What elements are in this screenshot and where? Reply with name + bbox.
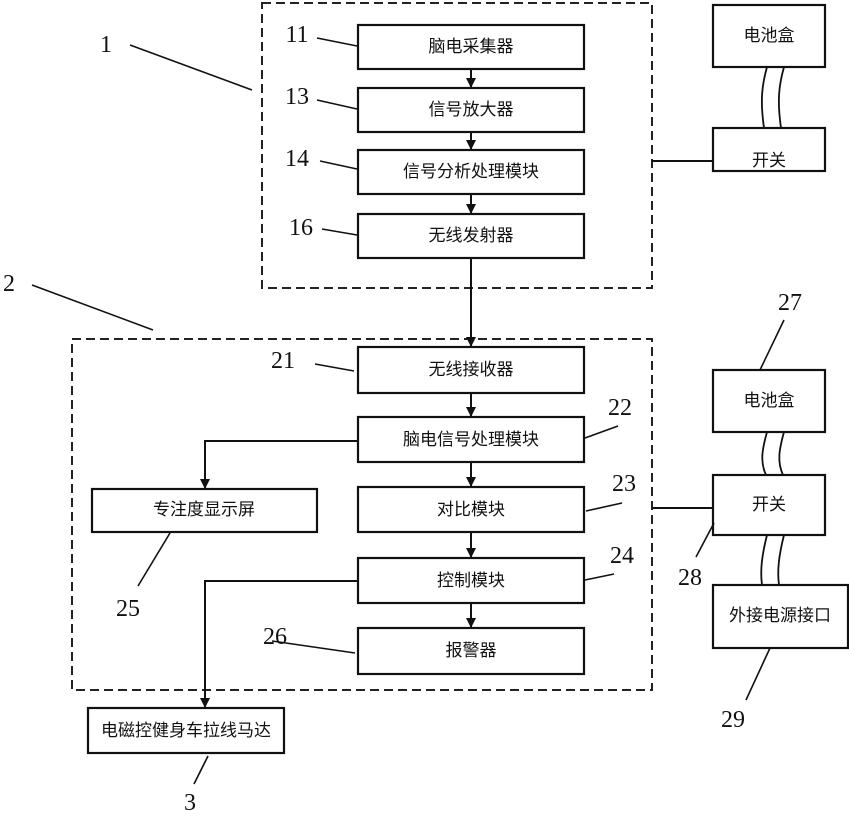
- svg-text:对比模块: 对比模块: [437, 500, 505, 520]
- svg-text:外接电源接口: 外接电源接口: [729, 606, 831, 626]
- svg-text:专注度显示屏: 专注度显示屏: [153, 500, 255, 520]
- ref-24: 24: [610, 543, 634, 569]
- block-signal-analysis-module: 信号分析处理模块: [356, 148, 586, 196]
- block-focus-display: 专注度显示屏: [90, 487, 319, 534]
- leader-25: [137, 532, 171, 587]
- leader-24: [584, 573, 615, 581]
- cable-battery-to-switch-1b: [777, 66, 785, 129]
- ref-16: 16: [289, 215, 313, 241]
- ref-23: 23: [612, 471, 636, 497]
- svg-text:脑电采集器: 脑电采集器: [429, 37, 514, 57]
- leader-14: [319, 160, 358, 170]
- block-battery-box-1: 电池盒: [711, 3, 827, 69]
- ref-13: 13: [285, 84, 309, 110]
- ref-27: 27: [778, 290, 802, 316]
- cable-28-to-29: [760, 534, 768, 586]
- leader-21: [314, 363, 355, 372]
- svg-text:开关: 开关: [752, 495, 786, 515]
- block-switch-28: 开关: [711, 473, 827, 537]
- ref-25: 25: [116, 596, 140, 622]
- block-eeg-collector: 脑电采集器: [356, 23, 586, 71]
- group-1-outline: [261, 2, 653, 289]
- svg-text:脑电信号处理模块: 脑电信号处理模块: [403, 430, 539, 450]
- block-battery-box-27: 电池盒: [711, 368, 827, 434]
- block-comparison-module: 对比模块: [356, 485, 586, 534]
- leader-29: [745, 647, 771, 701]
- leader-group-1: [129, 44, 253, 91]
- leader-27: [759, 319, 785, 371]
- svg-text:报警器: 报警器: [446, 641, 497, 661]
- svg-text:无线接收器: 无线接收器: [429, 360, 514, 380]
- block-wireless-receiver: 无线接收器: [356, 345, 586, 395]
- leader-3: [193, 755, 209, 785]
- leader-28: [695, 522, 715, 558]
- cable-28-to-29b: [777, 534, 785, 586]
- block-control-module: 控制模块: [356, 556, 586, 605]
- leader-23: [585, 502, 623, 512]
- arrow-22-to-25: [200, 440, 358, 489]
- ref-29: 29: [721, 707, 745, 733]
- ref-22: 22: [608, 395, 632, 421]
- ref-group-2: 2: [3, 271, 15, 297]
- svg-text:电池盒: 电池盒: [744, 26, 795, 46]
- leader-26: [271, 640, 356, 654]
- block-alarm: 报警器: [356, 626, 586, 676]
- ref-11: 11: [285, 22, 308, 48]
- block-switch-1: 开关: [711, 126, 827, 173]
- block-signal-amplifier: 信号放大器: [356, 86, 586, 134]
- ref-14: 14: [285, 146, 309, 172]
- cable-battery-to-switch-1: [760, 66, 768, 129]
- leader-group-2: [31, 284, 154, 331]
- leader-11: [316, 37, 358, 47]
- svg-text:信号放大器: 信号放大器: [429, 100, 514, 120]
- leader-22: [584, 425, 619, 439]
- ref-21: 21: [271, 348, 295, 374]
- ref-28: 28: [678, 565, 702, 591]
- leader-13: [316, 99, 358, 110]
- svg-text:信号分析处理模块: 信号分析处理模块: [403, 162, 539, 182]
- ref-26: 26: [263, 624, 287, 650]
- svg-text:无线发射器: 无线发射器: [429, 226, 514, 246]
- svg-text:电磁控健身车拉线马达: 电磁控健身车拉线马达: [101, 721, 271, 741]
- ref-group-1: 1: [100, 32, 112, 58]
- svg-text:电池盒: 电池盒: [744, 391, 795, 411]
- group-2-outline: [71, 338, 653, 691]
- arrow-24-to-3: [200, 580, 358, 708]
- cable-27-to-28b: [778, 431, 785, 476]
- leader-16: [321, 228, 358, 236]
- cable-27-to-28: [761, 431, 768, 476]
- block-wireless-transmitter: 无线发射器: [356, 212, 586, 260]
- block-external-power-port-29: 外接电源接口: [711, 583, 849, 650]
- block-eeg-signal-processing-module: 脑电信号处理模块: [356, 415, 586, 464]
- svg-text:开关: 开关: [752, 151, 786, 171]
- ref-3: 3: [184, 790, 196, 816]
- block-exercise-bike-motor: 电磁控健身车拉线马达: [86, 706, 286, 755]
- svg-text:控制模块: 控制模块: [437, 571, 505, 591]
